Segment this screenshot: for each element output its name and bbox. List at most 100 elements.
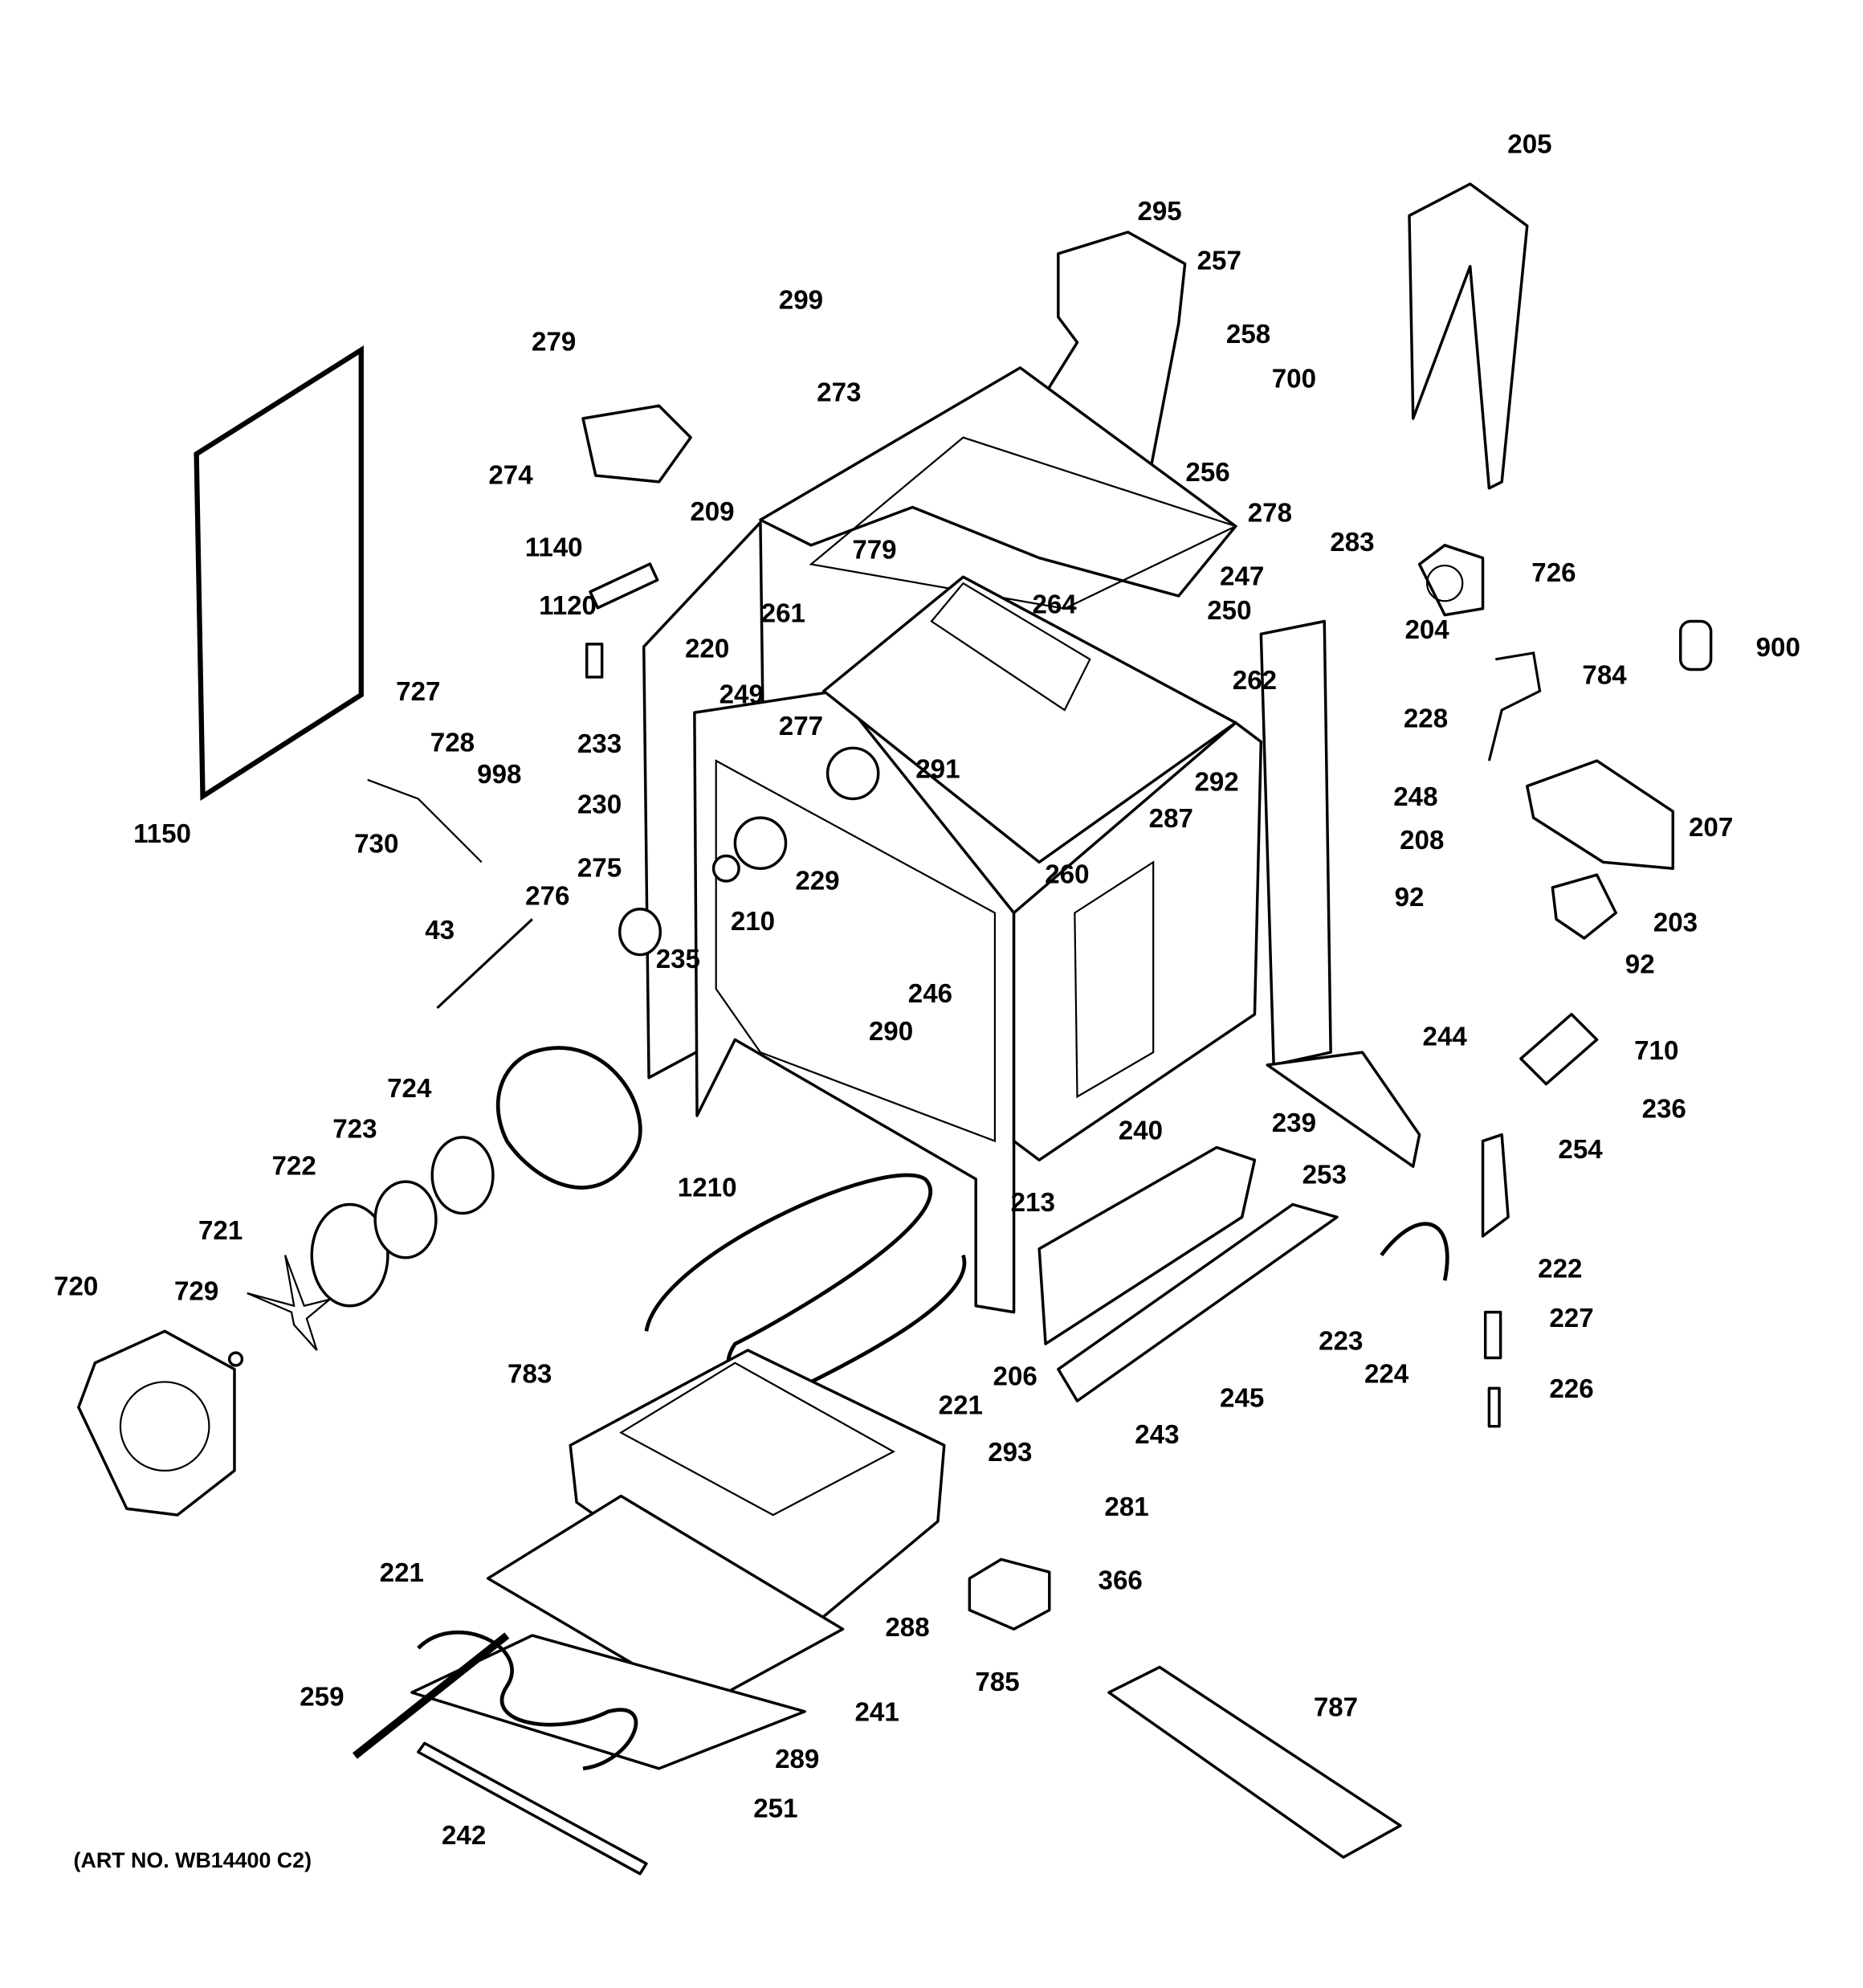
part-label-1120: 1120 — [539, 591, 597, 621]
part-label-721: 721 — [198, 1216, 243, 1246]
part-label-710: 710 — [1634, 1036, 1678, 1066]
part-label-262: 262 — [1233, 666, 1277, 696]
part-label-278: 278 — [1248, 499, 1292, 529]
part-label-228: 228 — [1404, 704, 1448, 733]
part-label-273: 273 — [817, 378, 861, 408]
part-label-260: 260 — [1045, 859, 1089, 889]
bracket-254 — [1481, 1133, 1510, 1238]
part-label-233: 233 — [577, 729, 622, 759]
door-gasket — [194, 345, 364, 801]
back-panel — [1408, 182, 1529, 490]
part-label-251: 251 — [753, 1794, 797, 1824]
part-label-724: 724 — [387, 1074, 432, 1104]
part-label-292: 292 — [1194, 767, 1238, 797]
burner-259 — [352, 1632, 510, 1759]
part-label-1140: 1140 — [525, 533, 583, 562]
part-label-221: 221 — [380, 1558, 424, 1588]
part-number-labels: 2052952572992587002792732562742782097791… — [54, 129, 1800, 1850]
part-label-254: 254 — [1558, 1135, 1603, 1165]
part-label-366: 366 — [1099, 1566, 1143, 1596]
part-label-784: 784 — [1582, 661, 1627, 691]
fan-blade-721 — [247, 1255, 331, 1351]
part-label-222: 222 — [1538, 1254, 1582, 1284]
igniter-227 — [1483, 1310, 1502, 1360]
cabinet-right-side — [1012, 721, 1263, 1161]
part-label-998: 998 — [477, 760, 521, 790]
part-label-283: 283 — [1330, 528, 1374, 557]
lamp-cover-229 — [733, 816, 788, 870]
part-label-242: 242 — [442, 1821, 486, 1851]
bracket-253 — [1037, 1145, 1257, 1345]
glass-insulator-1140 — [589, 562, 659, 610]
part-label-220: 220 — [685, 635, 729, 664]
part-label-723: 723 — [332, 1115, 377, 1145]
rear-panel-248 — [1259, 619, 1332, 1067]
baffle-722 — [310, 1202, 389, 1308]
part-label-92: 92 — [1625, 950, 1655, 980]
bracket-1120 — [585, 643, 604, 679]
part-label-208: 208 — [1400, 826, 1444, 855]
part-drawings — [77, 182, 1713, 1876]
part-label-207: 207 — [1689, 813, 1733, 843]
part-label-900: 900 — [1756, 633, 1800, 663]
part-label-241: 241 — [854, 1698, 899, 1728]
part-label-722: 722 — [272, 1151, 316, 1181]
motor-rotor — [1425, 564, 1464, 602]
part-label-700: 700 — [1272, 364, 1316, 394]
part-label-277: 277 — [779, 712, 823, 741]
latch-279 — [581, 404, 692, 484]
part-label-287: 287 — [1149, 804, 1193, 834]
part-label-730: 730 — [354, 830, 398, 859]
bottom-panel-244 — [1266, 1051, 1421, 1168]
convection-ring-1210 — [495, 1046, 642, 1190]
part-label-1150: 1150 — [133, 819, 191, 849]
part-label-299: 299 — [779, 286, 823, 316]
part-label-235: 235 — [656, 945, 700, 974]
bracket-710 — [1519, 1013, 1599, 1086]
part-label-281: 281 — [1104, 1492, 1148, 1522]
part-label-295: 295 — [1137, 197, 1181, 227]
capacitor-900 — [1678, 619, 1713, 672]
part-label-229: 229 — [795, 866, 839, 896]
part-label-213: 213 — [1011, 1188, 1055, 1218]
part-label-275: 275 — [577, 854, 622, 884]
nut-729 — [227, 1351, 244, 1367]
inner-top-plate — [930, 582, 1091, 712]
light-bulb-235 — [618, 908, 662, 957]
part-label-247: 247 — [1220, 562, 1264, 592]
broil-element — [417, 1630, 638, 1771]
part-label-787: 787 — [1314, 1692, 1358, 1722]
panel-787 — [1107, 1665, 1402, 1859]
light-socket-230 — [711, 854, 740, 883]
part-label-240: 240 — [1119, 1116, 1163, 1145]
probe-43 — [436, 918, 533, 1010]
part-label-43: 43 — [425, 916, 455, 945]
drawer-body-293 — [569, 1349, 946, 1650]
top-panel — [759, 366, 1237, 598]
part-label-243: 243 — [1135, 1420, 1179, 1450]
part-label-224: 224 — [1364, 1359, 1409, 1389]
igniter-226 — [1487, 1386, 1501, 1428]
vent-277 — [826, 746, 880, 801]
part-label-279: 279 — [532, 328, 576, 357]
part-label-244: 244 — [1423, 1022, 1468, 1051]
part-label-1210: 1210 — [678, 1173, 737, 1202]
part-label-288: 288 — [885, 1613, 929, 1643]
switch-203 — [1551, 873, 1617, 940]
part-label-261: 261 — [761, 598, 805, 628]
part-label-92: 92 — [1395, 883, 1425, 912]
part-label-726: 726 — [1531, 558, 1576, 588]
cord-784 — [1487, 651, 1542, 761]
hose-222 — [1380, 1222, 1449, 1281]
part-label-203: 203 — [1653, 908, 1698, 937]
fan-grille — [119, 1381, 210, 1472]
part-label-248: 248 — [1393, 782, 1437, 812]
part-label-236: 236 — [1642, 1094, 1686, 1124]
part-label-276: 276 — [525, 881, 569, 911]
part-label-230: 230 — [577, 790, 622, 820]
part-label-239: 239 — [1272, 1108, 1316, 1138]
insulation-723 — [373, 1180, 438, 1259]
manifold-243 — [1057, 1202, 1339, 1402]
wire-730 — [367, 778, 483, 863]
part-label-226: 226 — [1549, 1374, 1593, 1404]
